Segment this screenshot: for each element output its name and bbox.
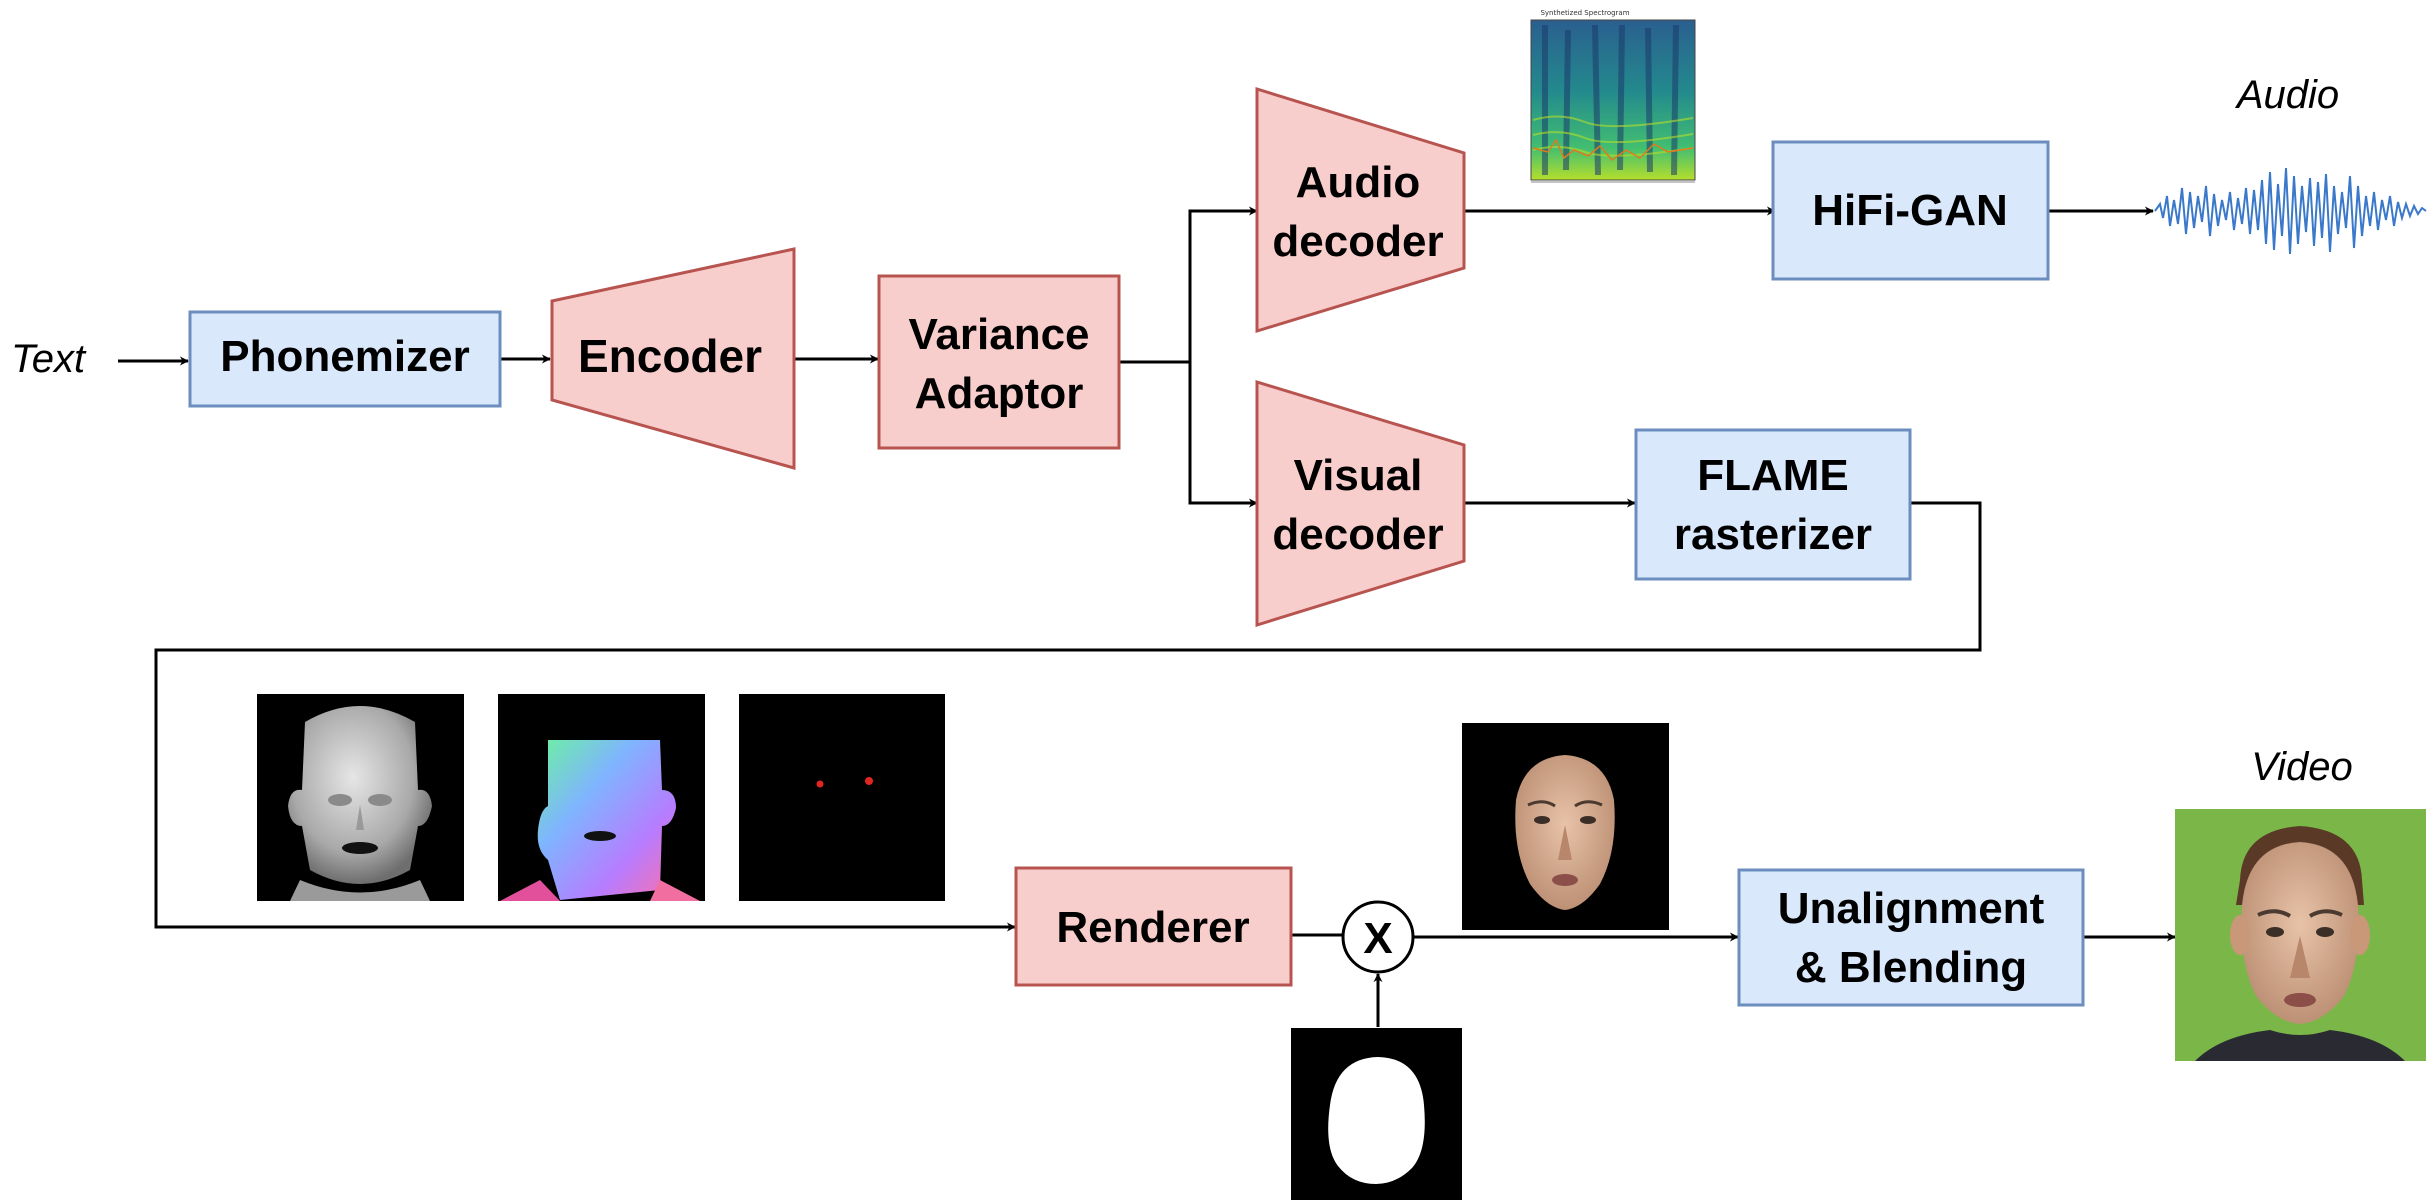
spectrogram-energy-line bbox=[1532, 138, 1694, 162]
geometry-render-image bbox=[257, 694, 464, 901]
encoder-block: Encoder bbox=[550, 247, 796, 470]
arrow-variance-to-visual-decoder bbox=[1188, 362, 1258, 508]
unalignment-label-line2: & Blending bbox=[1795, 943, 2027, 992]
renderer-block: Renderer bbox=[1014, 866, 1293, 987]
flame-rasterizer-block: FLAME rasterizer bbox=[1634, 428, 1912, 581]
phonemizer-label: Phonemizer bbox=[220, 332, 469, 381]
left-eye-keypoint bbox=[816, 780, 824, 788]
text-input-label: Text bbox=[11, 337, 87, 381]
unalignment-label-line1: Unalignment bbox=[1778, 884, 2045, 933]
arrow-variance-to-audio-decoder bbox=[1120, 206, 1258, 364]
arrow-flame-to-renderer bbox=[154, 501, 1982, 932]
flame-rasterizer-label-line2: rasterizer bbox=[1674, 510, 1872, 559]
face-mask-image bbox=[1291, 1028, 1462, 1200]
variance-adaptor-label-line2: Adaptor bbox=[915, 369, 1084, 418]
variance-adaptor-block: Variance Adaptor bbox=[877, 274, 1121, 450]
output-video-frame bbox=[2175, 809, 2426, 1061]
visual-decoder-label-line1: Visual bbox=[1294, 451, 1423, 500]
audio-decoder-label-line2: decoder bbox=[1272, 217, 1443, 266]
encoder-label: Encoder bbox=[578, 330, 762, 382]
audio-waveform bbox=[2154, 167, 2427, 255]
unalignment-blending-block: Unalignment & Blending bbox=[1737, 868, 2085, 1007]
connections bbox=[118, 206, 2176, 1027]
renderer-label: Renderer bbox=[1056, 903, 1249, 952]
multiply-symbol: X bbox=[1363, 914, 1392, 963]
video-output-label: Video bbox=[2251, 745, 2353, 789]
multiply-operator: X bbox=[1341, 900, 1415, 974]
audio-decoder-block: Audio decoder bbox=[1255, 86, 1466, 334]
normal-map-image bbox=[498, 694, 705, 901]
right-eye-keypoint bbox=[865, 777, 873, 785]
audio-decoder-label-line1: Audio bbox=[1296, 158, 1421, 207]
audio-output-label: Audio bbox=[2235, 73, 2339, 117]
flame-rasterizer-label-line1: FLAME bbox=[1697, 451, 1849, 500]
hifigan-label: HiFi-GAN bbox=[1812, 186, 2008, 235]
eye-keypoints-image bbox=[739, 694, 945, 901]
variance-adaptor-label-line1: Variance bbox=[908, 310, 1089, 359]
spectrogram-image: Synthetized Spectrogram bbox=[1530, 9, 1696, 183]
spectrogram-title: Synthetized Spectrogram bbox=[1540, 9, 1629, 17]
masked-face-image bbox=[1462, 723, 1669, 930]
hifigan-block: HiFi-GAN bbox=[1771, 140, 2050, 281]
visual-decoder-block: Visual decoder bbox=[1255, 379, 1466, 628]
phonemizer-block: Phonemizer bbox=[188, 310, 502, 408]
visual-decoder-label-line2: decoder bbox=[1272, 510, 1443, 559]
